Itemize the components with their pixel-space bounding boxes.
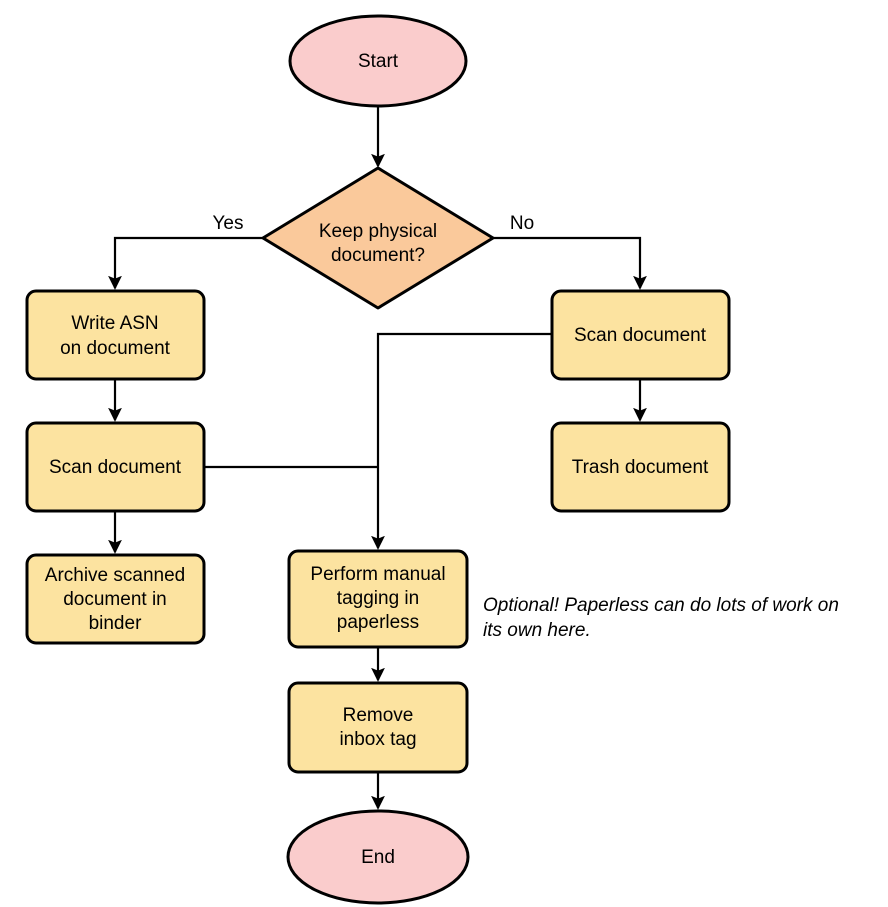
edge-scan-right-to-tagging xyxy=(371,332,552,550)
remove-inbox-box-shape xyxy=(287,681,469,774)
trash-document-box-shape xyxy=(550,421,731,513)
write-asn-label-line2: on document xyxy=(60,338,171,359)
tagging-box-shape xyxy=(287,549,469,649)
decision-label-line1: Keep physical xyxy=(319,221,437,242)
archive-box-shape xyxy=(25,553,206,645)
scan-document-right-box-shape xyxy=(550,289,731,381)
node-trash-document[interactable]: Trash document xyxy=(550,421,731,513)
tagging-label-line2: tagging in xyxy=(337,588,419,609)
node-scan-document-right[interactable]: Scan document xyxy=(550,289,731,381)
node-remove-inbox-tag[interactable]: Remove inbox tag xyxy=(287,681,469,774)
trash-document-label: Trash document xyxy=(572,457,709,478)
node-scan-document-left[interactable]: Scan document xyxy=(25,421,206,513)
archive-label-line3: binder xyxy=(89,613,142,634)
edge-label-no: No xyxy=(510,213,534,234)
annotation-line-2: its own here. xyxy=(483,620,591,641)
start-label: Start xyxy=(358,51,399,72)
node-archive-scanned-document[interactable]: Archive scanned document in binder xyxy=(25,553,206,645)
node-end[interactable]: End xyxy=(286,809,470,905)
scan-document-left-label: Scan document xyxy=(49,457,182,478)
annotation-optional-note: Optional! Paperless can do lots of work … xyxy=(483,595,839,641)
end-label: End xyxy=(361,847,395,868)
edge-decision-yes-to-write-asn xyxy=(108,236,263,290)
node-decision-keep-physical-document[interactable]: Keep physical document? xyxy=(261,166,495,310)
decision-diamond-shape xyxy=(261,166,495,310)
archive-label-line2: document in xyxy=(63,589,167,610)
tagging-label-line3: paperless xyxy=(337,612,419,633)
decision-label-line2: document? xyxy=(331,245,425,266)
archive-label-line1: Archive scanned xyxy=(45,565,185,586)
scan-document-left-box-shape xyxy=(25,421,206,513)
tagging-label-line1: Perform manual xyxy=(310,564,445,585)
annotation-line-1: Optional! Paperless can do lots of work … xyxy=(483,595,839,616)
remove-inbox-label-line1: Remove xyxy=(343,705,414,726)
write-asn-label-line1: Write ASN xyxy=(71,313,158,334)
node-start[interactable]: Start xyxy=(288,14,468,108)
end-ellipse-shape xyxy=(286,809,470,905)
edge-decision-no-to-scan-right xyxy=(493,236,647,290)
node-perform-manual-tagging[interactable]: Perform manual tagging in paperless xyxy=(287,549,469,649)
node-write-asn-on-document[interactable]: Write ASN on document xyxy=(25,289,206,381)
start-ellipse-shape xyxy=(288,14,468,108)
write-asn-box-shape xyxy=(25,289,206,381)
scan-document-right-label: Scan document xyxy=(574,325,707,346)
edge-label-yes: Yes xyxy=(213,213,244,234)
remove-inbox-label-line2: inbox tag xyxy=(339,729,416,750)
